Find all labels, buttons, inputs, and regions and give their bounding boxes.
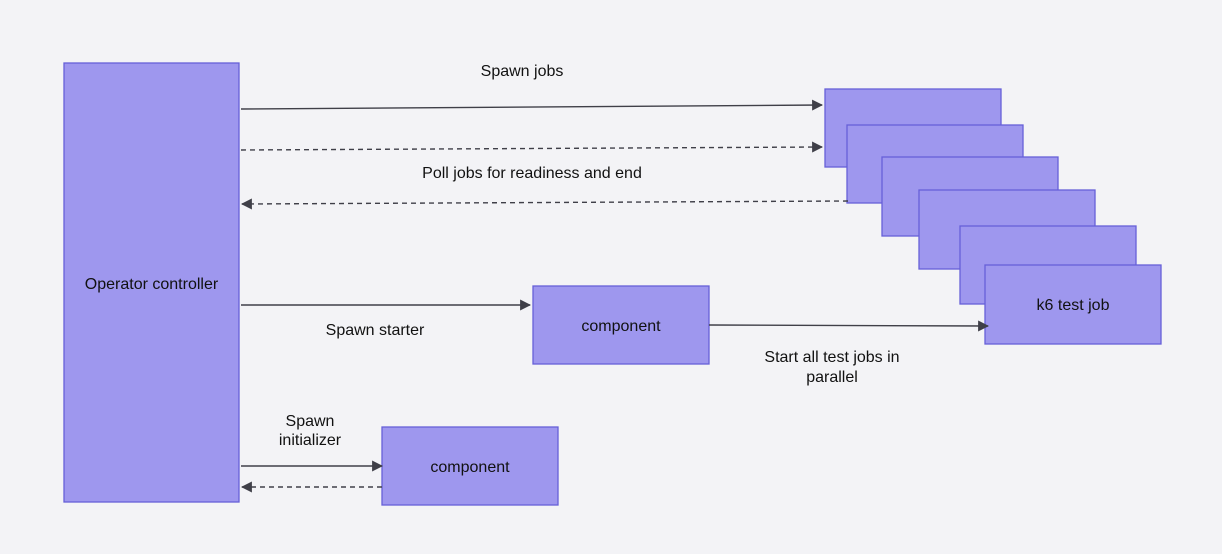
start-all-jobs-label-line-1: Start all test jobs in bbox=[764, 349, 899, 366]
test-job-stack: k6 test job bbox=[824, 88, 1162, 345]
spawn-initializer-label-line-1: Spawn bbox=[286, 413, 335, 430]
poll-jobs-label: Poll jobs for readiness and end bbox=[422, 165, 642, 182]
operator-controller-node: Operator controller bbox=[63, 62, 240, 503]
spawn-starter-label: Spawn starter bbox=[326, 322, 425, 339]
dashed-jobs-arrow bbox=[240, 141, 824, 153]
starter-component-label: component bbox=[581, 318, 661, 335]
poll-jobs-arrow bbox=[240, 198, 849, 210]
start-all-jobs-label-line-2: parallel bbox=[806, 369, 858, 386]
spawn-initializer-label-line-2: initializer bbox=[279, 432, 342, 449]
test-job-label: k6 test job bbox=[1037, 297, 1110, 314]
initializer-component-label: component bbox=[430, 459, 510, 476]
spawn-jobs-label: Spawn jobs bbox=[481, 63, 564, 80]
start-all-jobs-arrow bbox=[708, 320, 990, 332]
operator-controller-label: Operator controller bbox=[85, 276, 219, 293]
initializer-component-node: component bbox=[381, 426, 559, 506]
test-job-node-front: k6 test job bbox=[984, 264, 1162, 345]
starter-component-node: component bbox=[532, 285, 710, 365]
spawn-jobs-arrow bbox=[240, 99, 824, 111]
